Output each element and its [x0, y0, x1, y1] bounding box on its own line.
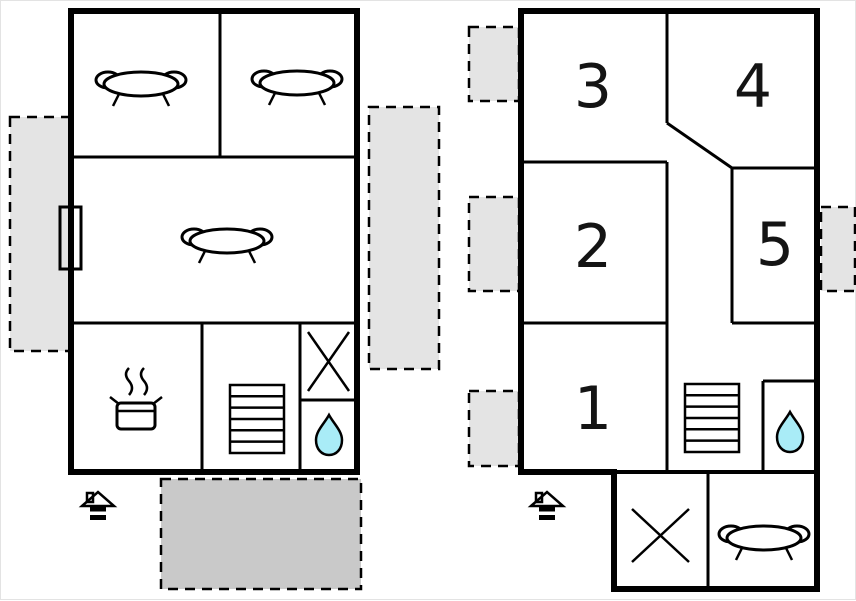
entrance-house-icon — [529, 490, 565, 522]
room-1: 1 — [574, 374, 612, 444]
stairwell-diagonal-wall — [666, 121, 733, 170]
terrace-dashed-right — [819, 205, 856, 293]
room-2: 2 — [574, 212, 612, 282]
room-label-1: 1 — [574, 374, 612, 444]
outer-wall — [518, 8, 820, 592]
room-label-3: 3 — [574, 52, 612, 122]
patio-dashed-bottom — [159, 477, 363, 591]
terrace-dashed-left-bottom — [467, 389, 521, 468]
ground-floor-plan — [8, 8, 441, 591]
terrace-dashed-left-top — [467, 25, 521, 103]
room-label-5: 5 — [756, 210, 794, 280]
terrace-dashed-right — [367, 105, 441, 371]
room-5: 5 — [756, 210, 794, 280]
stairs-icon — [228, 383, 286, 455]
stairs-icon — [683, 382, 741, 454]
room-label-4: 4 — [734, 52, 772, 122]
room-label-2: 2 — [574, 212, 612, 282]
shower-cross-icon — [306, 331, 351, 392]
room-4: 4 — [734, 52, 772, 122]
upper-floor-plan: 3 4 2 5 1 — [467, 8, 856, 592]
door-window — [58, 205, 83, 271]
shower-cross-icon — [631, 508, 690, 563]
entrance-house-icon — [80, 490, 116, 522]
room-3: 3 — [574, 52, 612, 122]
terrace-dashed-left-middle — [467, 195, 521, 293]
